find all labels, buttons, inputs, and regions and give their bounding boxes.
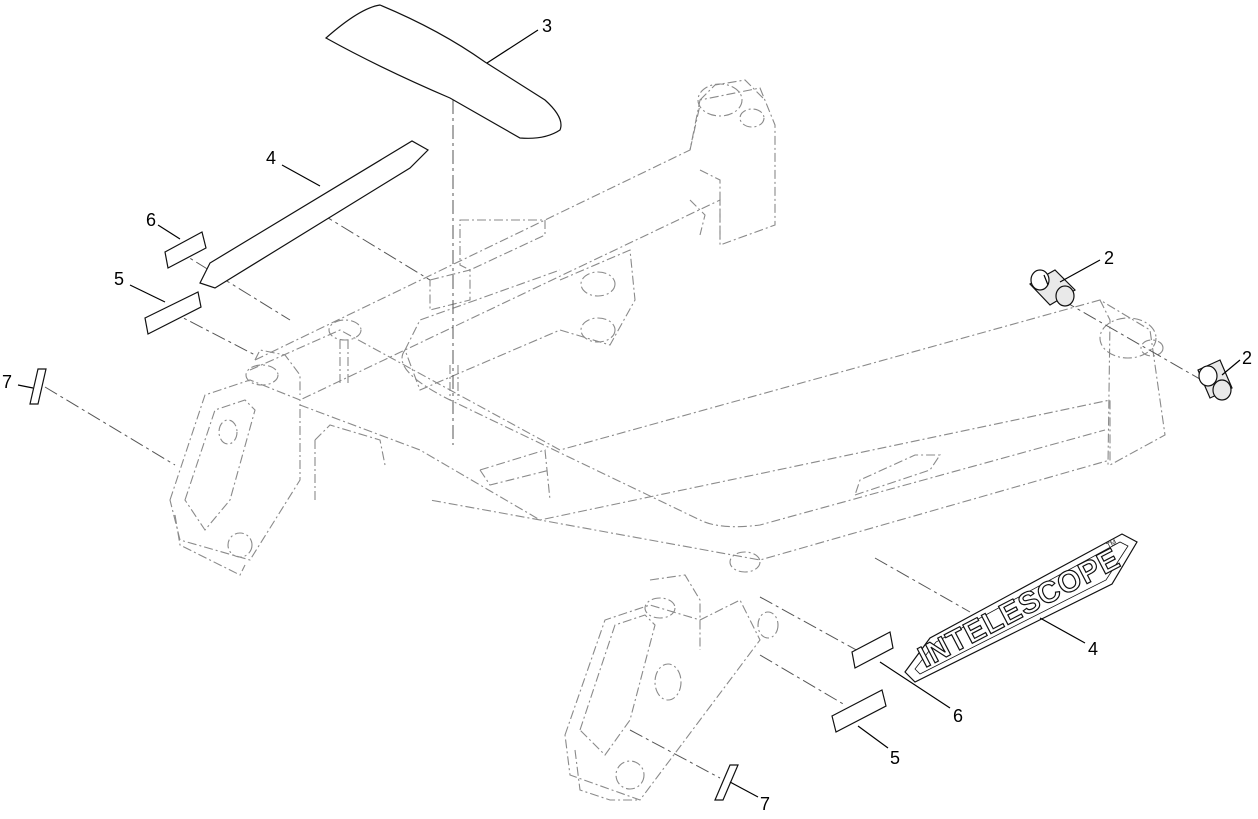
callout-4-right: 4 <box>1088 639 1098 659</box>
callout-5-left: 5 <box>114 269 124 289</box>
part-7-right-strip <box>714 764 739 801</box>
mower-frame-phantom <box>169 79 1166 801</box>
callout-4-left: 4 <box>266 148 276 168</box>
callout-leaders <box>17 29 1241 798</box>
callout-7-left: 7 <box>2 372 12 392</box>
callout-3: 3 <box>542 16 552 36</box>
intelescope-trademark: TM <box>1106 539 1118 550</box>
part-7-left-strip <box>29 368 47 405</box>
callout-6-right: 6 <box>953 706 963 726</box>
part-2-bushing-lower <box>1197 359 1233 401</box>
part-4-intelescope-decal: INTELESCOPE TM <box>904 533 1138 683</box>
callout-2-lower: 2 <box>1242 348 1252 368</box>
callout-6-left: 6 <box>146 210 156 230</box>
part-3-top-decal <box>324 4 562 139</box>
part-4-left-stripe-decal <box>199 140 429 289</box>
part-6-right-label <box>851 631 894 669</box>
callout-5-right: 5 <box>890 748 900 768</box>
callout-7-right: 7 <box>760 794 770 814</box>
part-5-left-label <box>144 291 202 335</box>
part-2-bushing-upper <box>1029 269 1076 307</box>
callout-2-upper: 2 <box>1104 248 1114 268</box>
callout-labels: 3 4 6 5 7 2 2 4 6 5 7 <box>2 16 1252 814</box>
assembly-leader-lines <box>44 100 1206 779</box>
part-6-left-label <box>164 231 207 269</box>
part-5-right-label <box>831 689 887 733</box>
